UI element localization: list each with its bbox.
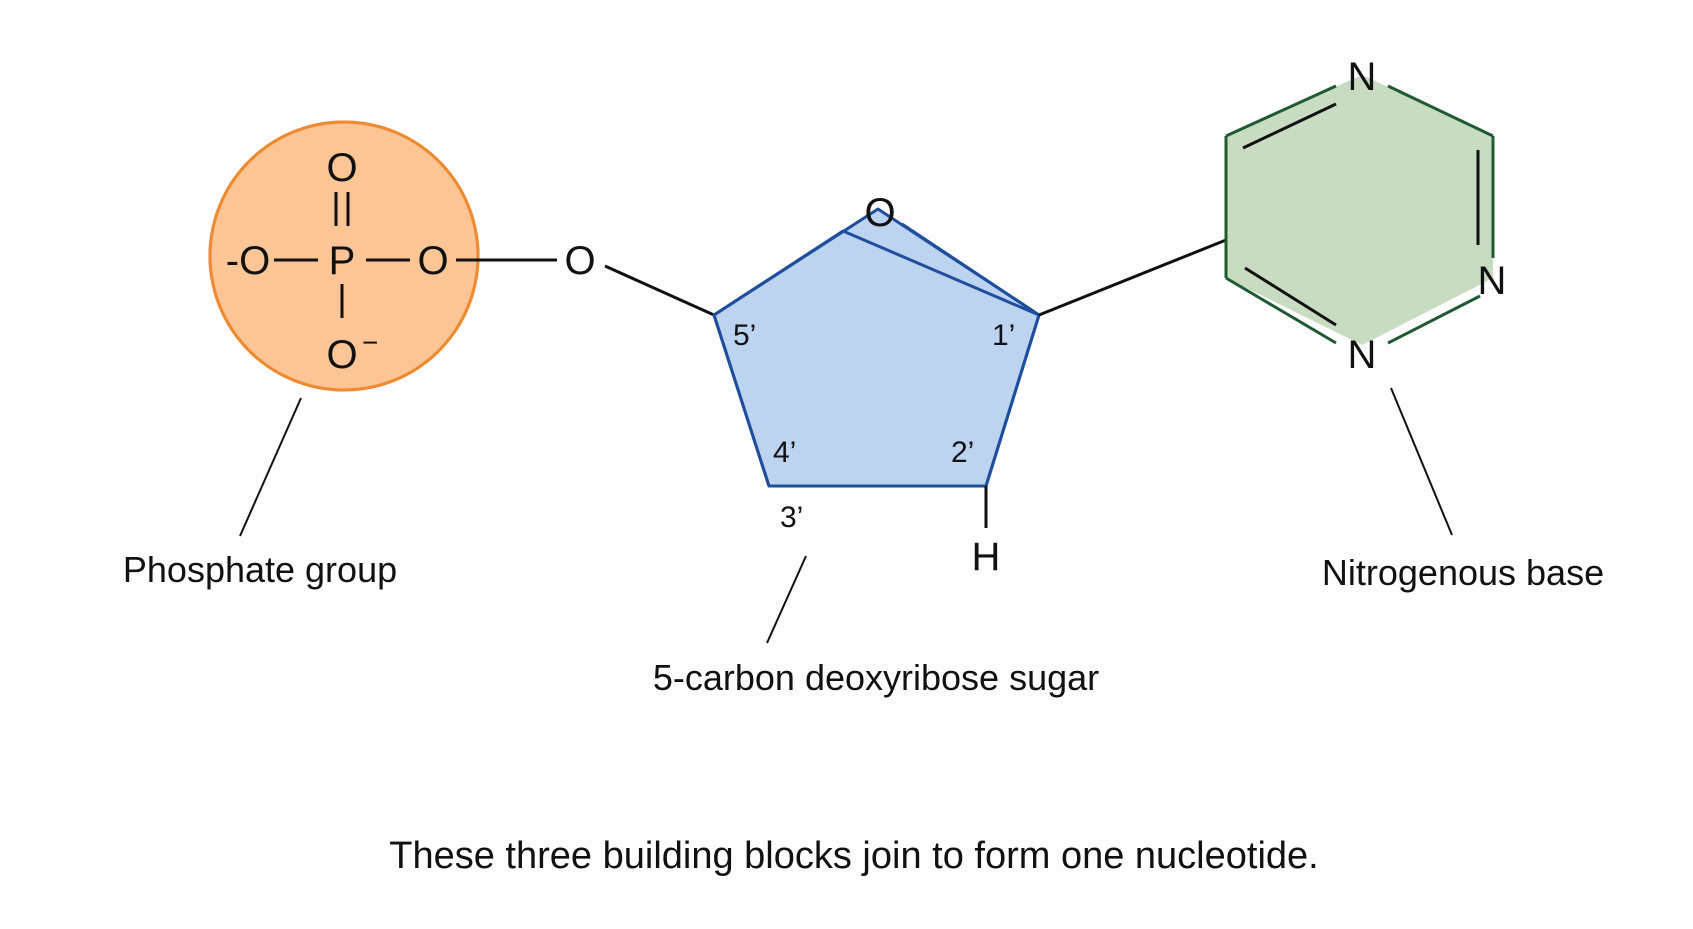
bridge-o-to-c5-bond [604, 264, 715, 317]
base-bond-top-left [1225, 84, 1337, 138]
base-bond-right-lower [1387, 294, 1481, 345]
carbon-4-label: 4’ [773, 436, 796, 469]
carbon-3-label: 3’ [780, 501, 803, 534]
phosphate-o-top: O [326, 146, 357, 190]
carbon-5-label: 5’ [733, 319, 756, 352]
sugar-leader-line [766, 555, 807, 644]
phosphate-o-bottom: O [326, 333, 357, 377]
carbon-2-label: 2’ [951, 436, 974, 469]
phosphate-p: P [329, 239, 356, 283]
phosphate-circle-outline [208, 120, 480, 392]
base-label: Nitrogenous base [1322, 552, 1604, 593]
base-double-bond-bottom-left [1244, 266, 1337, 327]
sugar-pentagon [712, 207, 1041, 488]
base-n-top: N [1348, 55, 1377, 99]
bridge-o: O [564, 239, 595, 283]
sugar-label: 5-carbon deoxyribose sugar [653, 657, 1099, 698]
phosphate-label: Phosphate group [123, 549, 397, 590]
base-n-right: N [1478, 259, 1507, 303]
base-bond-bottom-left [1225, 276, 1337, 345]
base-double-bond-top-left [1242, 102, 1337, 150]
nitrogenous-base: N N N [1224, 55, 1507, 377]
base-leader-line [1390, 387, 1453, 536]
base-ring-bonds [1224, 84, 1495, 345]
sugar-ring-o: O [864, 191, 895, 235]
base-bond-top-right [1387, 84, 1494, 138]
base-n-bottom: N [1348, 333, 1377, 377]
deoxyribose-sugar: O 5’ 1’ 4’ 2’ 3’ H [712, 191, 1041, 579]
phosphate-group: O -O P O O − [208, 120, 480, 392]
base-hexagon [1226, 75, 1493, 345]
glycosidic-bond [1038, 238, 1227, 317]
sugar-ring-o-bond [901, 222, 1040, 317]
phosphate-leader-line [239, 397, 302, 537]
phosphate-o-right: O [417, 239, 448, 283]
diagram-caption: These three building blocks join to form… [389, 835, 1318, 877]
carbon-1-label: 1’ [992, 319, 1015, 352]
phosphate-o-left: -O [226, 239, 270, 283]
c2-hydrogen: H [972, 535, 1001, 579]
phosphate-o-bottom-charge: − [362, 327, 378, 358]
sugar-pentagon-outline [712, 229, 1041, 488]
